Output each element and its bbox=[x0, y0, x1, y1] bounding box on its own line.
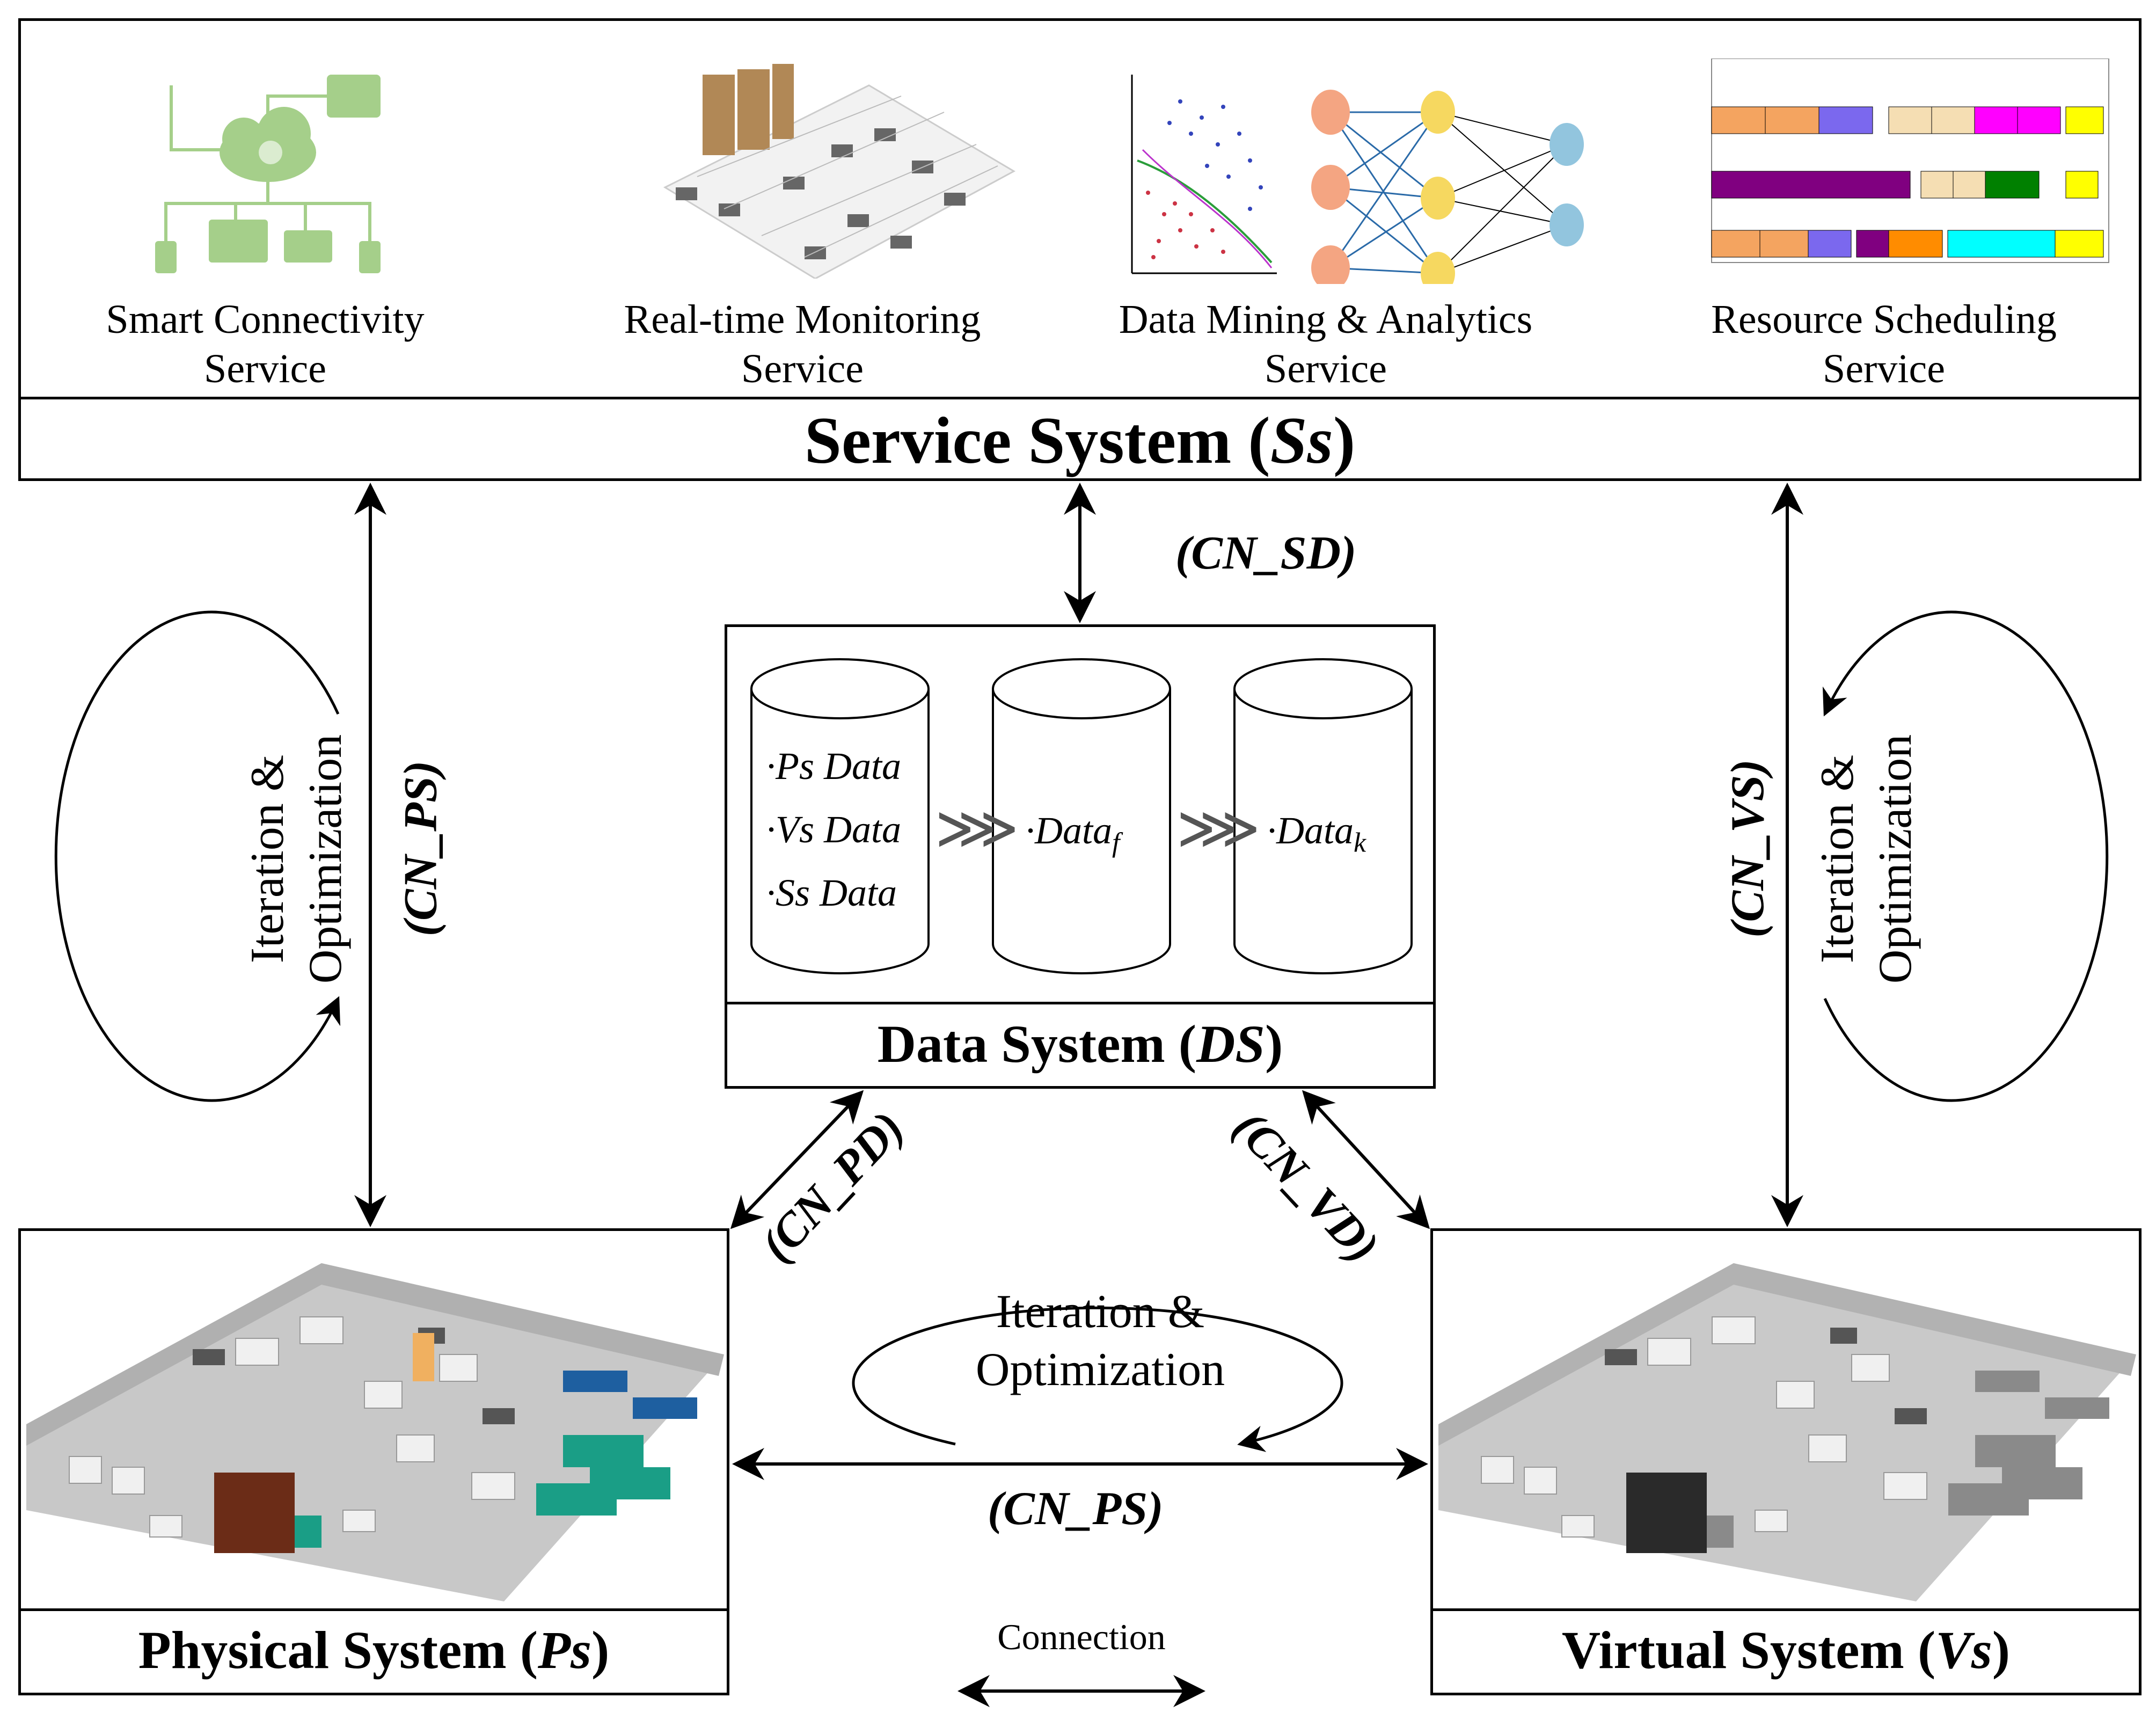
label-cn-vs-right: (CN_VS) bbox=[1721, 759, 1774, 938]
data-system-title: Data System (DS) bbox=[877, 1014, 1283, 1074]
physical-system-box: Physical System (Ps) bbox=[18, 1228, 729, 1695]
data-divider bbox=[727, 1002, 1433, 1004]
factory-3d-colored-image bbox=[21, 1231, 727, 1607]
iteration-text-right: Iteration &Optimization bbox=[1811, 734, 1921, 984]
label-cn-ps-left: (CN_PS) bbox=[394, 760, 447, 937]
iteration-text-left: Iteration &Optimization bbox=[242, 734, 352, 984]
label-cn-sd: (CN_SD) bbox=[1175, 527, 1357, 579]
factory-3d-gray-image bbox=[1433, 1231, 2139, 1607]
flow-arrow-icon: ⋙ bbox=[935, 793, 1019, 862]
cloud-network-icon bbox=[128, 64, 407, 279]
label-cn-vd: (CN_VD) bbox=[1223, 1101, 1389, 1273]
legend-label: Connection bbox=[997, 1616, 1166, 1657]
physical-divider bbox=[21, 1608, 727, 1611]
data-cylinders bbox=[750, 658, 1413, 974]
cylinder-raw-data-list: ·Ps Data ·Vs Data ·Ss Data bbox=[766, 745, 901, 914]
service-system-box: Service System (Ss) bbox=[18, 18, 2142, 481]
virtual-system-title: Virtual System (Vs) bbox=[1561, 1620, 2011, 1680]
service-system-title: Service System (Ss) bbox=[804, 404, 1356, 477]
flow-arrow-icon: ⋙ bbox=[1176, 793, 1261, 862]
virtual-divider bbox=[1433, 1608, 2139, 1611]
virtual-system-box: Virtual System (Vs) bbox=[1430, 1228, 2142, 1695]
cylinder-data-k: ·Datak bbox=[1267, 809, 1366, 858]
physical-system-title: Physical System (Ps) bbox=[138, 1620, 610, 1680]
iteration-text-bottom: Iteration &Optimization bbox=[975, 1286, 1225, 1396]
neural-network-image bbox=[1116, 69, 1599, 284]
service-divider bbox=[21, 397, 2139, 399]
warehouse-monitoring-image bbox=[644, 53, 1019, 279]
gantt-chart-image bbox=[1690, 59, 2120, 284]
label-cn-ps-bottom: (CN_PS) bbox=[988, 1483, 1164, 1535]
label-cn-pd: (CN_PD) bbox=[750, 1102, 915, 1272]
cylinder-data-f: ·Dataf bbox=[1025, 809, 1120, 858]
data-system-box: Data System (DS) ·Ps Data ·Vs Data ·Ss D… bbox=[725, 624, 1436, 1089]
